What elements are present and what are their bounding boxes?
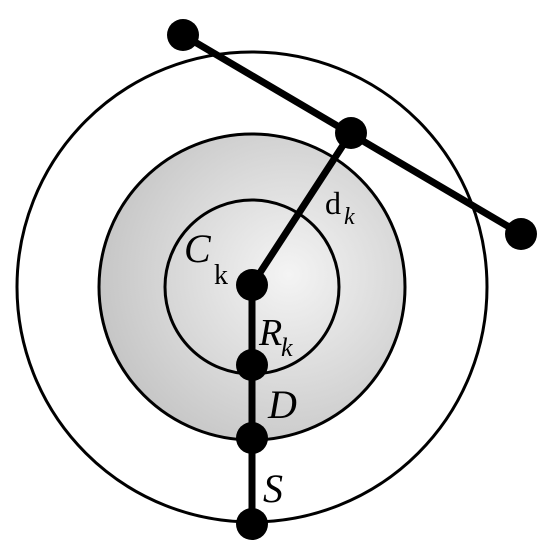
shaded-edge-point	[236, 422, 268, 454]
label-center-main: C	[184, 226, 212, 271]
label-distance-sub: k	[344, 204, 355, 230]
outer-edge-point	[236, 508, 268, 540]
tangent-point	[335, 117, 367, 149]
center-point	[236, 269, 268, 301]
inner-radius-point	[236, 349, 268, 381]
label-band-d: D	[267, 382, 297, 427]
endpoint-left	[167, 19, 199, 51]
label-band-s: S	[263, 466, 283, 511]
distance-segment	[249, 131, 354, 287]
label-radius-sub: k	[281, 333, 293, 362]
label-center-sub: k	[214, 260, 228, 291]
label-radius-main: R	[258, 312, 282, 354]
label-distance-main: d	[325, 185, 341, 221]
endpoint-right	[505, 218, 537, 250]
